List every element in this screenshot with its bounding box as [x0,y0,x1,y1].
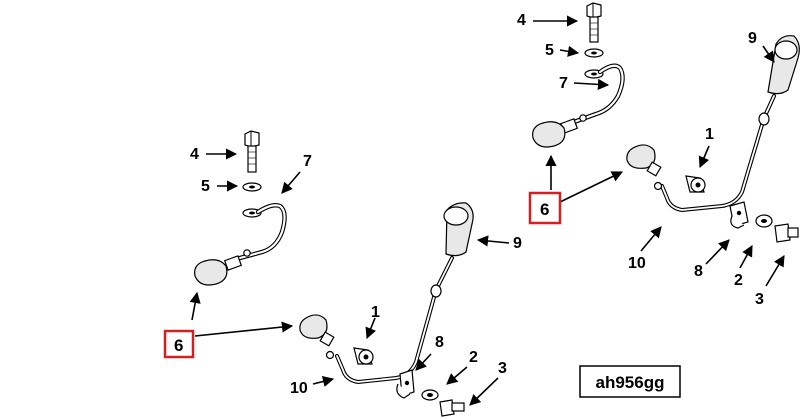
left-callout-5: 5 [201,178,210,195]
left-callout-9: 9 [513,235,522,252]
left-bolt-part [244,130,260,173]
left-clip-washer-part [421,389,439,401]
right-callout-6: 6 [540,200,549,219]
right-sleeve-part [685,175,706,193]
left-callout-10: 10 [290,380,308,397]
right-clip-part [729,201,749,229]
left-assembly: 4 5 7 6 1 8 9 10 2 3 [163,130,522,417]
right-bolt-part [586,2,602,43]
left-callout-8: 8 [435,334,444,351]
left-callout-2: 2 [469,349,478,366]
right-callout-1: 1 [705,126,714,143]
left-screw-part [439,399,465,417]
right-callout-3: 3 [755,291,764,308]
left-callout-1: 1 [371,304,380,321]
left-callout-6: 6 [174,336,183,355]
left-long-cable-part [299,202,474,384]
right-callout-10: 10 [628,255,646,272]
left-callout-4: 4 [190,146,199,163]
right-callout-5: 5 [545,42,554,59]
left-callout-3: 3 [498,360,507,377]
reference-code-label: ah956gg [596,373,665,392]
reference-code-box: ah956gg [579,365,681,398]
right-screw-part [774,223,799,243]
left-callout-6-highlight [163,329,195,359]
left-washer-part [242,182,262,192]
right-long-cable-part [626,35,800,212]
right-callout-7: 7 [559,75,568,92]
right-callout-8: 8 [694,263,703,280]
right-callout-4: 4 [517,12,526,29]
right-clip-washer-part [755,214,773,228]
left-clip-part [396,369,415,399]
left-sleeve-part [353,347,374,365]
right-callout-9: 9 [748,30,757,47]
right-callout-6-highlight [528,191,562,225]
right-assembly: 4 5 7 6 1 9 10 8 2 3 [517,2,800,308]
right-callout-2: 2 [734,272,743,289]
left-callout-7: 7 [303,153,312,170]
left-short-cable-part [194,203,287,286]
right-short-cable-part [532,63,625,148]
right-washer-part [584,48,604,58]
